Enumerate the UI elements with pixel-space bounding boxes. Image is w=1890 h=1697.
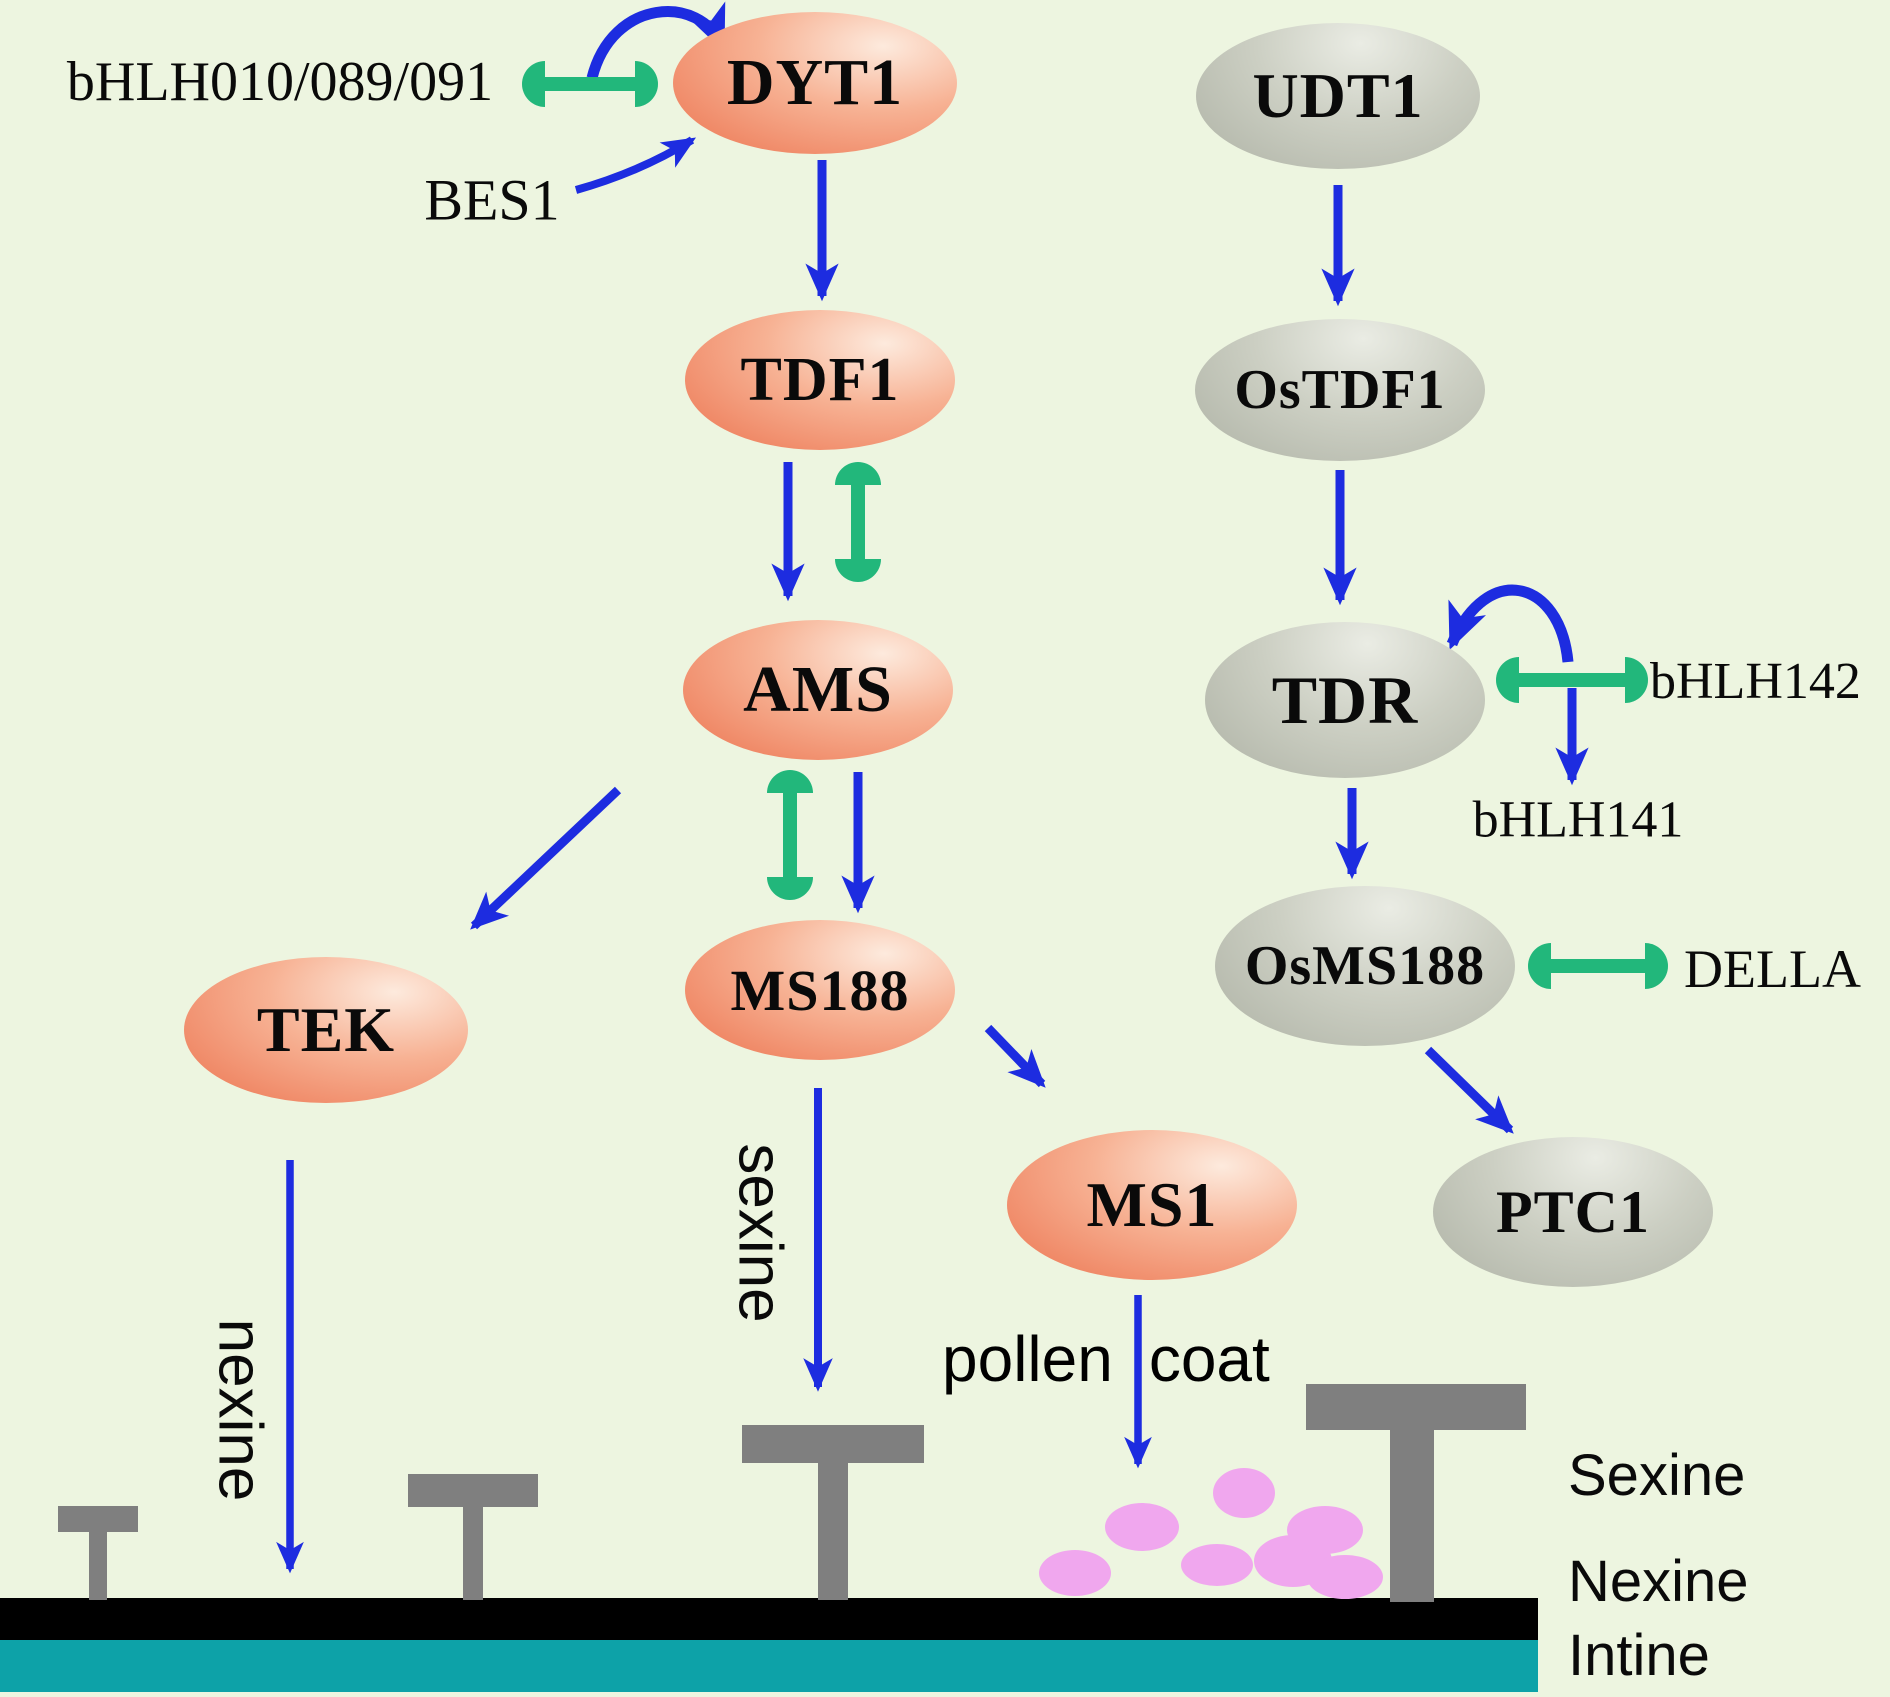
arrow-osms188-to-ptc1	[1424, 1046, 1514, 1134]
node-ms1: MS1	[1007, 1130, 1297, 1280]
node-ams-label: AMS	[743, 653, 893, 726]
label-coat-word: coat	[1148, 1323, 1270, 1395]
node-ms1-label: MS1	[1086, 1169, 1218, 1240]
label-layer-nexine: Nexine	[1568, 1549, 1749, 1614]
node-tdr: TDR	[1205, 622, 1485, 778]
label-sexine-arrow: sexine	[725, 1143, 795, 1323]
node-osms188-label: OsMS188	[1244, 935, 1486, 997]
sexine-structures	[58, 1384, 1526, 1602]
tdr-self-loop-arrow	[1446, 584, 1574, 663]
node-udt1: UDT1	[1196, 23, 1480, 169]
arrow-bes1-to-dyt1	[574, 136, 697, 194]
interaction-tdf1-ams	[835, 462, 881, 582]
dyt1-self-loop-arrow	[586, 1, 728, 80]
interaction-connectors	[522, 61, 1668, 989]
nexine-layer-bar	[0, 1598, 1538, 1640]
label-pollen-coat: pollen coat	[942, 1322, 1270, 1396]
node-ostdf1: OsTDF1	[1195, 319, 1485, 461]
node-dyt1: DYT1	[673, 12, 957, 154]
label-bes1: BES1	[424, 167, 560, 233]
node-ms188: MS188	[685, 920, 955, 1060]
label-layer-sexine: Sexine	[1568, 1443, 1746, 1508]
node-ams: AMS	[683, 620, 953, 760]
label-pollen-word: pollen	[942, 1323, 1113, 1395]
node-tdr-label: TDR	[1271, 661, 1419, 738]
node-ptc1: PTC1	[1433, 1137, 1713, 1287]
label-della: DELLA	[1684, 939, 1861, 999]
pollen-coat-droplet-1	[1039, 1550, 1111, 1596]
baculum-2-icon	[408, 1474, 538, 1600]
pollen-coat-droplets	[1039, 1468, 1383, 1599]
pollen-coat-droplet-6	[1287, 1506, 1363, 1554]
node-udt1-label: UDT1	[1252, 60, 1424, 131]
label-bhlh142: bHLH142	[1650, 653, 1861, 710]
interaction-osms188-della	[1528, 943, 1668, 989]
interaction-ams-ms188	[767, 770, 813, 900]
interaction-tdr-bhlh142	[1496, 657, 1648, 703]
baculum-3-icon	[742, 1425, 924, 1600]
intine-layer-bar	[0, 1640, 1538, 1692]
node-tdf1-label: TDF1	[740, 345, 900, 414]
label-bhlh141: bHLH141	[1472, 791, 1684, 849]
node-ostdf1-label: OsTDF1	[1234, 359, 1446, 421]
node-osms188: OsMS188	[1215, 886, 1515, 1046]
pollen-coat-droplet-2	[1105, 1503, 1179, 1551]
node-ptc1-label: PTC1	[1496, 1178, 1650, 1245]
regulatory-arrows	[276, 1, 1589, 1574]
node-tdf1: TDF1	[685, 310, 955, 450]
pollen-coat-droplet-3	[1213, 1468, 1275, 1518]
node-ms188-label: MS188	[730, 957, 910, 1023]
label-bhlh010-089-091: bHLH010/089/091	[66, 51, 494, 113]
node-tek: TEK	[184, 957, 468, 1103]
baculum-4-icon	[1306, 1384, 1526, 1602]
arrow-ams-to-tek	[470, 786, 622, 930]
baculum-1-icon	[58, 1506, 138, 1600]
arrow-ms188-to-ms1	[984, 1024, 1046, 1088]
pollen-coat-droplet-7	[1307, 1555, 1383, 1599]
pollen-coat-droplet-4	[1181, 1544, 1253, 1586]
node-dyt1-label: DYT1	[726, 46, 904, 119]
interaction-bhlh010-dyt1	[522, 61, 658, 107]
node-tek-label: TEK	[256, 994, 396, 1065]
label-nexine-arrow: nexine	[205, 1318, 275, 1502]
label-layer-intine: Intine	[1568, 1623, 1710, 1688]
